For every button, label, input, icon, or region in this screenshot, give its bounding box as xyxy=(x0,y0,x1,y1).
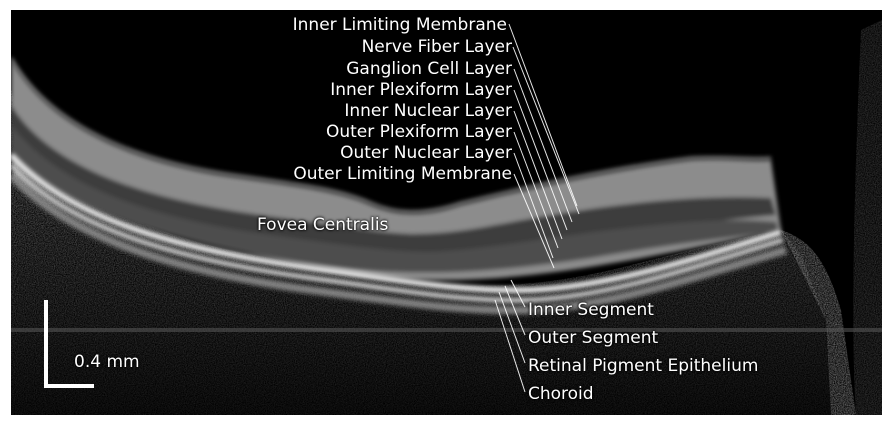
scale-bar-label: 0.4 mm xyxy=(74,352,140,372)
label-inner-plexiform-layer: Inner Plexiform Layer xyxy=(330,80,512,100)
scan-artifact-line xyxy=(11,328,882,332)
label-outer-segment: Outer Segment xyxy=(528,328,658,348)
label-inner-segment: Inner Segment xyxy=(528,300,654,320)
label-choroid: Choroid xyxy=(528,384,594,404)
label-inner-limiting-membrane: Inner Limiting Membrane xyxy=(293,15,507,35)
label-nerve-fiber-layer: Nerve Fiber Layer xyxy=(362,37,512,57)
label-outer-limiting-membrane: Outer Limiting Membrane xyxy=(293,164,512,184)
label-outer-plexiform-layer: Outer Plexiform Layer xyxy=(326,122,512,142)
label-fovea-centralis: Fovea Centralis xyxy=(257,215,388,235)
label-inner-nuclear-layer: Inner Nuclear Layer xyxy=(344,101,512,121)
label-retinal-pigment-epithelium: Retinal Pigment Epithelium xyxy=(528,356,758,376)
label-outer-nuclear-layer: Outer Nuclear Layer xyxy=(340,143,512,163)
label-ganglion-cell-layer: Ganglion Cell Layer xyxy=(346,59,512,79)
